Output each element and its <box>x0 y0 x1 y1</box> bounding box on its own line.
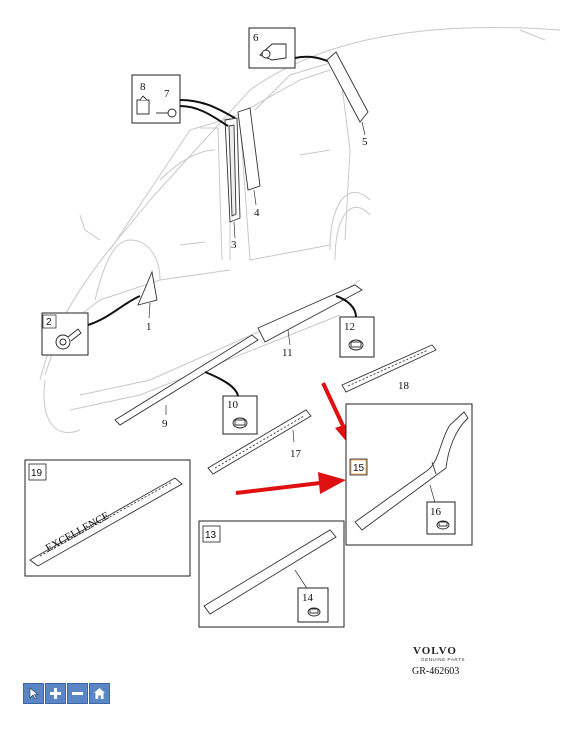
callout-box-7-8: 8 7 <box>131 74 181 124</box>
clip-12-icon <box>348 339 364 351</box>
callout-5: 5 <box>362 136 368 148</box>
brand-subtitle: GENUINE PARTS <box>421 657 465 662</box>
callout-box-12: 12 <box>339 316 375 358</box>
leader-11 <box>287 329 291 346</box>
home-button[interactable] <box>89 683 110 704</box>
leader-3 <box>233 221 236 239</box>
zoom-out-button[interactable] <box>67 683 88 704</box>
leader-10 <box>204 371 239 397</box>
leader-12 <box>335 295 357 318</box>
callout-box-13: 13 14 <box>198 520 345 628</box>
clip-icon <box>136 95 150 115</box>
callout-6: 6 <box>253 32 259 44</box>
car-outline <box>39 27 561 433</box>
red-arrow-right <box>235 472 346 495</box>
clip-14-icon <box>307 607 321 617</box>
callout-19: 19 <box>31 468 43 479</box>
leader-5 <box>361 121 366 136</box>
viewer-toolbar <box>23 683 110 704</box>
callout-16: 16 <box>430 506 442 518</box>
callout-1: 1 <box>146 321 152 333</box>
callout-8: 8 <box>140 81 146 93</box>
callout-box-19: 19 EXCELLENCE <box>24 459 191 577</box>
callout-box-10: 10 <box>222 395 258 435</box>
callout-13: 13 <box>205 530 217 541</box>
zoom-in-icon <box>50 688 61 699</box>
callout-box-15: 15 16 <box>345 403 473 546</box>
callout-17: 17 <box>290 448 302 460</box>
leader-7-8b <box>179 105 229 127</box>
callout-10: 10 <box>227 399 239 411</box>
part-15-wheel-arch-moulding <box>354 411 469 531</box>
part-13-door-moulding <box>203 529 337 615</box>
clip-16-icon <box>436 520 450 530</box>
callout-12: 12 <box>344 321 355 333</box>
callout-14: 14 <box>302 592 314 604</box>
bolt-icon <box>55 328 82 350</box>
clip-10-icon <box>232 417 248 429</box>
part-1-mirror-cap <box>137 270 158 306</box>
callout-7: 7 <box>164 88 170 100</box>
leader-1 <box>148 302 151 319</box>
callout-box-6: 6 <box>248 27 296 69</box>
reference-code: GR-462603 <box>412 666 459 677</box>
brand-logo: VOLVO <box>413 645 457 657</box>
part-17-front-sill-plate <box>207 409 312 475</box>
callout-2: 2 <box>46 317 52 328</box>
callout-box-2: 2 <box>41 312 89 356</box>
zoom-in-button[interactable] <box>45 683 66 704</box>
brand-block: VOLVO GENUINE PARTS GR-462603 <box>412 645 465 677</box>
cursor-button[interactable] <box>23 683 44 704</box>
part-4-pillar-cover <box>237 107 261 191</box>
callout-9: 9 <box>162 418 168 430</box>
clip-6-icon <box>259 43 287 61</box>
leader-4 <box>253 189 257 206</box>
part-11-rear-door-moulding <box>257 284 363 343</box>
part-5-rear-pillar-trim <box>326 51 369 123</box>
leader-7-8a <box>179 99 236 119</box>
leader-2 <box>87 295 141 326</box>
screw-icon <box>156 108 177 118</box>
home-icon <box>94 688 105 699</box>
leader-14 <box>294 569 309 591</box>
callout-4: 4 <box>254 207 260 219</box>
cursor-icon <box>29 687 39 700</box>
callout-15: 15 <box>353 463 365 474</box>
part-9-front-door-moulding <box>114 334 259 426</box>
callout-18: 18 <box>398 380 410 392</box>
zoom-out-icon <box>72 692 83 695</box>
part-19-illuminated-sill-plate <box>29 477 183 567</box>
callout-11: 11 <box>282 347 293 359</box>
leader-17 <box>292 429 295 443</box>
part-18-rear-sill-plate <box>341 344 437 393</box>
part-3-pillar-trim <box>224 117 241 223</box>
callout-3: 3 <box>231 239 237 251</box>
